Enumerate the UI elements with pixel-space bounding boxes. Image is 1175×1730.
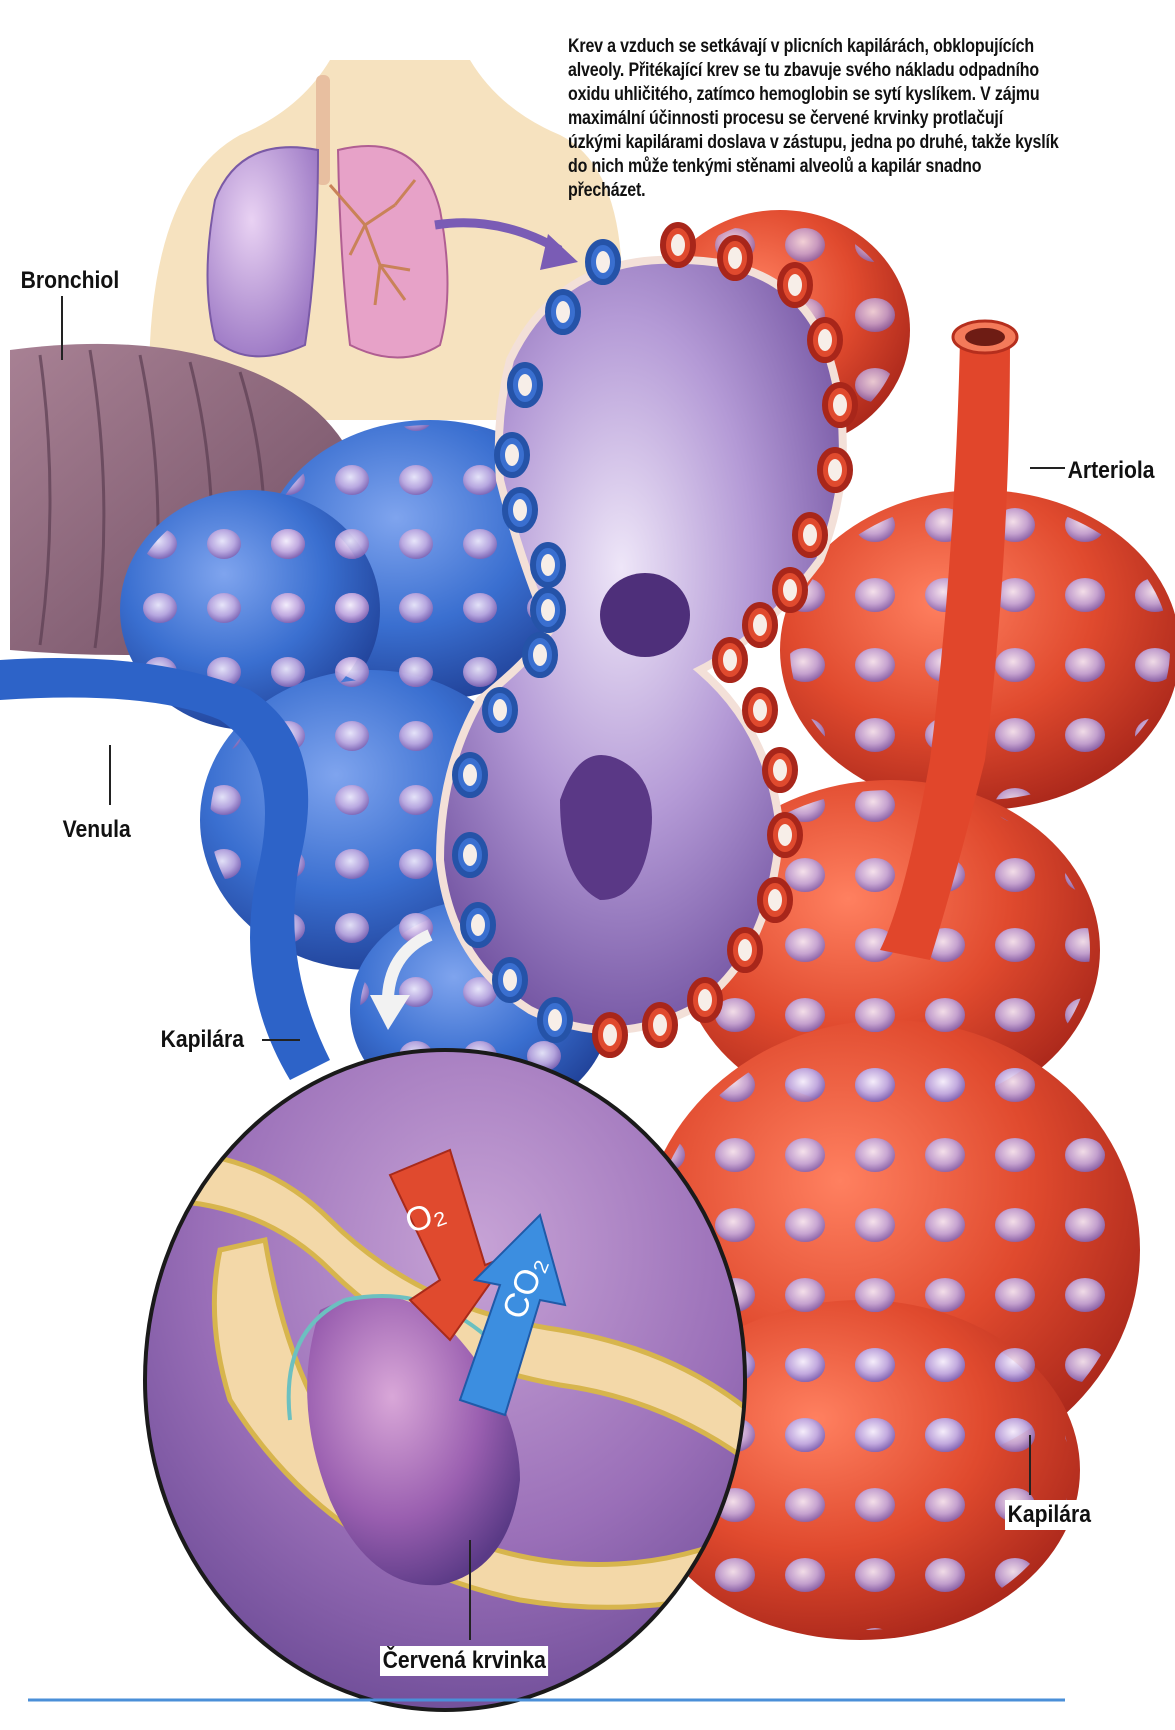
capillary-lumen (653, 1014, 667, 1036)
capillary-lumen (671, 234, 685, 256)
capillary-lumen (603, 1024, 617, 1046)
capillary-lumen (723, 649, 737, 671)
kapilara-right-label: Kapilára (1005, 1500, 1094, 1530)
capillary-lumen (533, 644, 547, 666)
capillary-lumen (493, 699, 507, 721)
capillary-lumen (463, 764, 477, 786)
capillary-lumen (548, 1009, 562, 1031)
capillary-lumen (828, 459, 842, 481)
intro-paragraph: Krev a vzduch se setkávají v plicních ka… (568, 34, 1060, 202)
capillary-lumen (773, 759, 787, 781)
venula-label: Venula (60, 815, 133, 845)
capillary-lumen (728, 247, 742, 269)
capillary-lumen (753, 699, 767, 721)
capillary-lumen (753, 614, 767, 636)
capillary-lumen (778, 824, 792, 846)
venule-vessel (0, 658, 330, 1080)
capillary-lumen (788, 274, 802, 296)
capillary-lumen (803, 524, 817, 546)
capillary-lumen (818, 329, 832, 351)
arteriola-label: Arteriola (1065, 456, 1157, 486)
capillary-lumen (768, 889, 782, 911)
capillary-lumen (698, 989, 712, 1011)
capillary-lumen (541, 599, 555, 621)
capillary-lumen (783, 579, 797, 601)
capillary-lumen (596, 251, 610, 273)
capillary-lumen (503, 969, 517, 991)
capillary-lumen (833, 394, 847, 416)
bronchiol-label: Bronchiol (18, 266, 122, 296)
capillary-lumen (471, 914, 485, 936)
cervena-krvinka-label: Červená krvinka (380, 1646, 548, 1676)
capillary-lumen (541, 554, 555, 576)
capillary-lumen (463, 844, 477, 866)
capillary-lumen (518, 374, 532, 396)
capillary-lumen (505, 444, 519, 466)
kapilara-left-label: Kapilára (158, 1025, 247, 1055)
capillary-lumen (556, 301, 570, 323)
capillary-lumen (738, 939, 752, 961)
capillary-lumen (513, 499, 527, 521)
